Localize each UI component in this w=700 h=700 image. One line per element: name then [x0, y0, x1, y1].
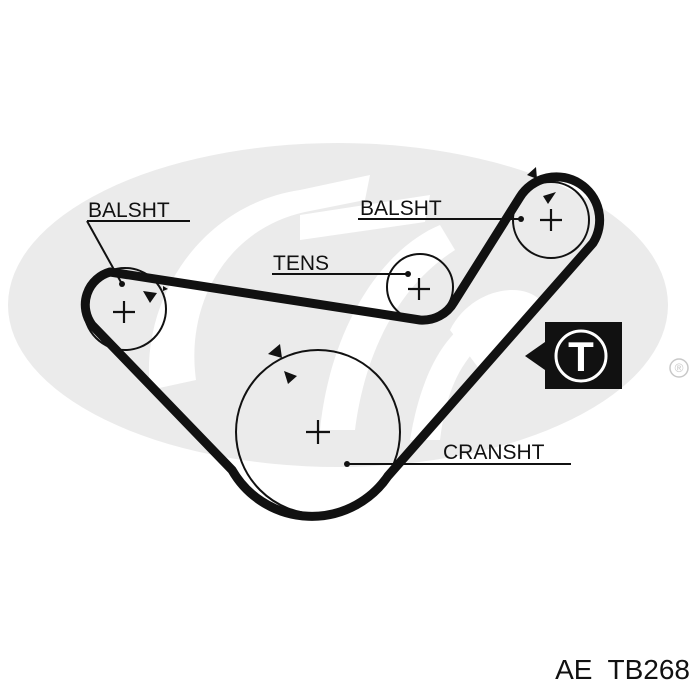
timing-belt — [80, 172, 605, 521]
timing-mark-icon — [163, 286, 168, 291]
label-balsht-right: BALSHT — [360, 197, 442, 220]
plus-icon — [113, 301, 135, 323]
badge-letter: T — [568, 333, 594, 380]
timing-mark-icon — [268, 344, 282, 358]
timing-mark-icon — [284, 371, 297, 384]
leader-balsht-left — [86, 220, 190, 287]
part-code: AE TB268 — [555, 654, 690, 685]
leader-balsht-right — [358, 216, 524, 222]
timing-mark-icon — [527, 167, 537, 179]
leader-cransht — [344, 461, 571, 467]
timing-mark-icon — [143, 291, 157, 303]
registered-mark-circle — [669, 358, 689, 378]
label-tens: TENS — [273, 252, 329, 275]
leader-tens — [272, 271, 411, 277]
registered-mark: ® — [675, 361, 684, 375]
plus-icon — [408, 278, 430, 300]
label-cransht: CRANSHT — [443, 441, 545, 464]
plus-icon — [306, 420, 330, 444]
timing-mark-icon — [543, 192, 556, 204]
label-balsht-left: BALSHT — [88, 199, 170, 222]
tensioner-badge: T — [525, 322, 622, 389]
plus-icon — [540, 209, 562, 231]
